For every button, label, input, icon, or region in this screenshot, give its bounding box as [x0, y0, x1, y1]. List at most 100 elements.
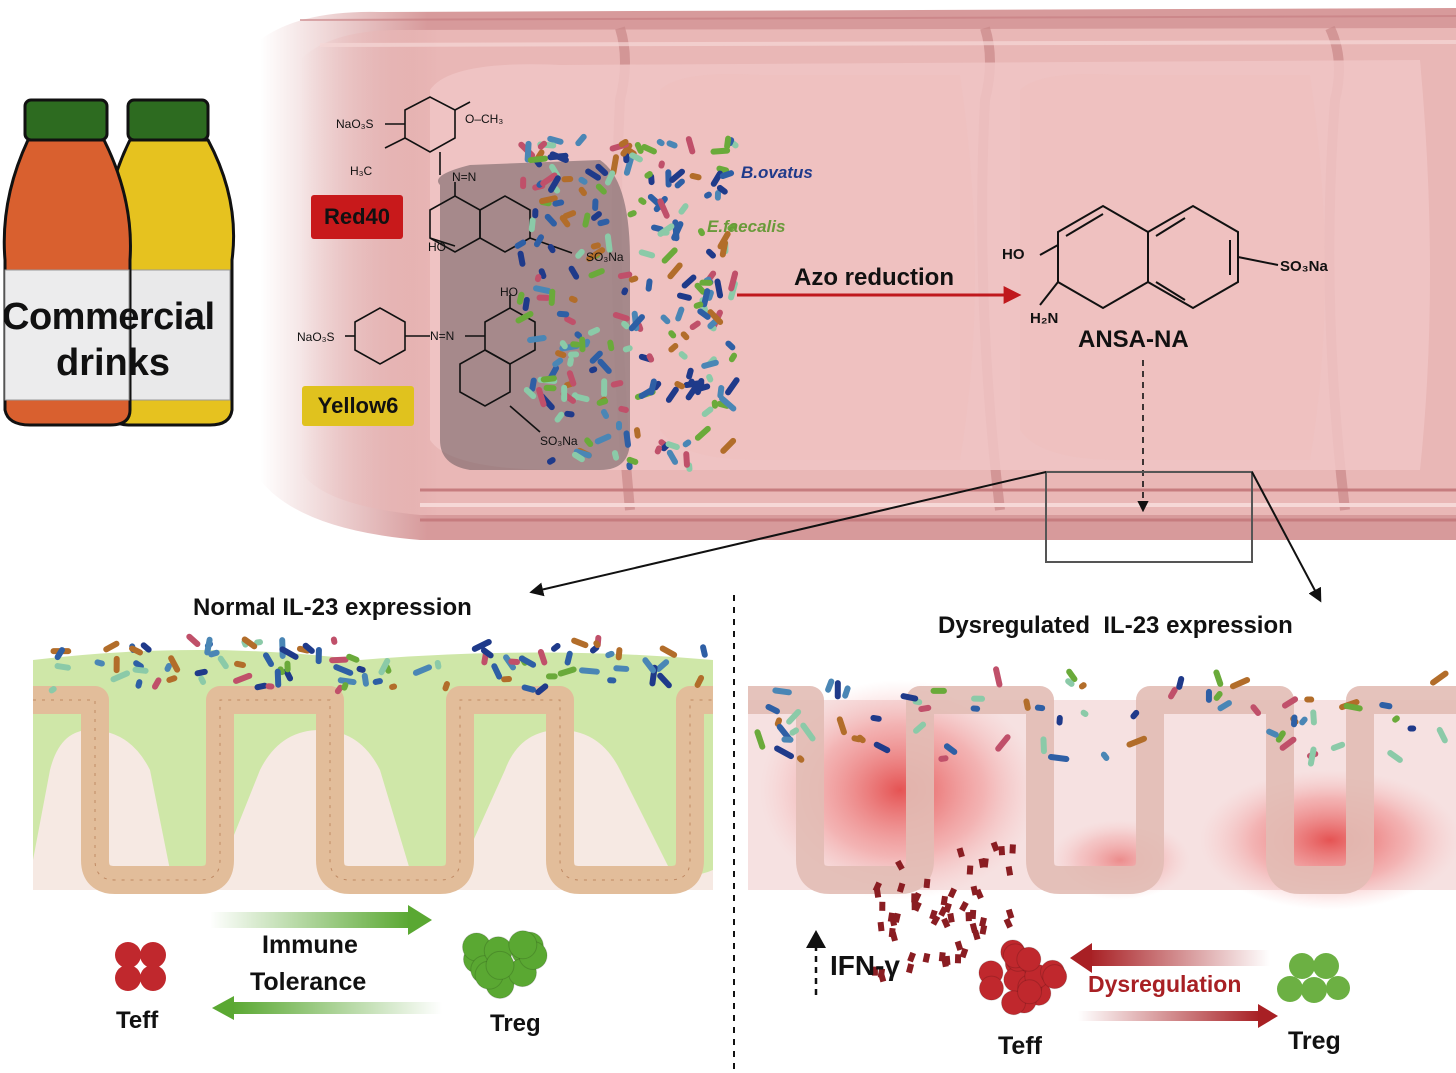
immune-tolerance-line2: Tolerance — [250, 968, 367, 996]
bacterium — [378, 658, 391, 676]
bacterium — [548, 288, 556, 306]
ifn-particle — [970, 885, 979, 896]
bacterium — [588, 268, 605, 279]
bacterium — [564, 410, 575, 418]
bacterium — [622, 345, 633, 353]
bacterium — [589, 350, 603, 364]
ansa-ho: HO — [1002, 246, 1025, 263]
bacterium — [669, 168, 685, 183]
bacterium — [592, 198, 599, 212]
bacterium — [135, 679, 143, 689]
bacterium — [918, 704, 932, 713]
bacterium — [1126, 735, 1147, 748]
bacterium — [1080, 709, 1089, 718]
bacterium — [515, 311, 534, 324]
zoom-box — [1045, 471, 1253, 563]
bacterium — [1040, 736, 1047, 755]
bacterium — [1034, 704, 1046, 712]
bacterium — [540, 172, 558, 187]
dysregulation-arrow-left — [1090, 950, 1270, 966]
bacterium — [372, 678, 383, 685]
bacterium — [836, 716, 847, 736]
ifn-particle — [907, 951, 917, 963]
yellow6-naso3s: NaO₃S — [297, 330, 335, 344]
inflamed-mucosa-illustration — [748, 680, 1456, 910]
dysregulation-arrow-left-head — [1070, 943, 1092, 973]
ifn-particle — [998, 845, 1006, 856]
bacterium — [334, 684, 344, 695]
bacterium — [533, 285, 552, 294]
red40-naso3s: NaO₃S — [336, 117, 374, 131]
ifn-particle — [1005, 865, 1014, 876]
bacterium — [701, 359, 719, 369]
bacterium — [628, 314, 645, 332]
bacterium — [536, 294, 551, 301]
yellow6-so3na: SO₃Na — [540, 434, 578, 448]
ifn-particle — [1009, 844, 1016, 854]
ifn-particle — [979, 917, 987, 928]
yellow6-badge: Yellow6 — [302, 386, 414, 426]
bacterium — [1299, 716, 1308, 726]
bacterium — [938, 755, 949, 762]
bacterium — [302, 642, 315, 654]
bacterium — [329, 656, 349, 664]
bacterium — [719, 395, 737, 412]
lumen-shadow — [438, 160, 630, 470]
ifn-particle — [1003, 917, 1013, 929]
ifn-particle — [906, 963, 915, 974]
bacterium — [480, 647, 494, 659]
bacterium — [333, 664, 354, 676]
ifn-particle — [922, 952, 931, 963]
bacterium — [646, 353, 655, 363]
bacterium — [913, 721, 927, 734]
bacterium — [728, 352, 738, 363]
bacterium — [657, 672, 672, 689]
bacterium — [694, 282, 707, 295]
bacterium — [151, 677, 162, 690]
bacterium — [554, 411, 565, 423]
bacterium — [265, 683, 275, 690]
bacterium — [666, 449, 679, 465]
bacterium — [851, 735, 863, 743]
bacterium — [564, 315, 576, 326]
bacterium — [491, 663, 503, 680]
bacterium — [545, 673, 558, 680]
bacterium — [529, 377, 537, 392]
bacterium — [389, 683, 398, 691]
bacterium — [725, 340, 736, 351]
bacterium — [1065, 678, 1075, 687]
cell — [1042, 964, 1068, 990]
bacterium — [133, 660, 144, 670]
bacterium — [539, 195, 558, 205]
ifn-particle — [972, 929, 981, 941]
bacterium — [434, 659, 442, 670]
bacterium — [54, 663, 71, 671]
treg-label-normal: Treg — [490, 1010, 541, 1037]
bacterium — [274, 668, 282, 688]
bacterium — [571, 637, 589, 649]
bacterium — [657, 198, 670, 219]
bacterium — [686, 367, 694, 380]
bacterium — [689, 320, 701, 331]
bacterium — [1229, 677, 1251, 690]
ifn-particle — [896, 882, 906, 893]
bacterium — [596, 398, 609, 406]
bacterium — [601, 378, 608, 398]
bacterium — [707, 309, 724, 326]
bacterium — [518, 655, 537, 668]
bacterium — [471, 638, 492, 652]
ansa-so3na: SO₃Na — [1280, 258, 1328, 275]
bacterium — [337, 677, 357, 686]
ifn-particle — [878, 972, 887, 983]
ifn-particle — [954, 954, 962, 964]
bacterium — [629, 152, 643, 163]
treg-label-dysregulated: Treg — [1288, 1027, 1341, 1055]
bacterium — [1266, 728, 1279, 738]
cell — [1016, 946, 1042, 972]
bacterium — [900, 693, 919, 702]
bacterium — [204, 636, 213, 656]
dysregulation-arrow-right-head — [1258, 1004, 1278, 1028]
bacterium — [704, 191, 712, 199]
bacterium — [527, 155, 549, 164]
